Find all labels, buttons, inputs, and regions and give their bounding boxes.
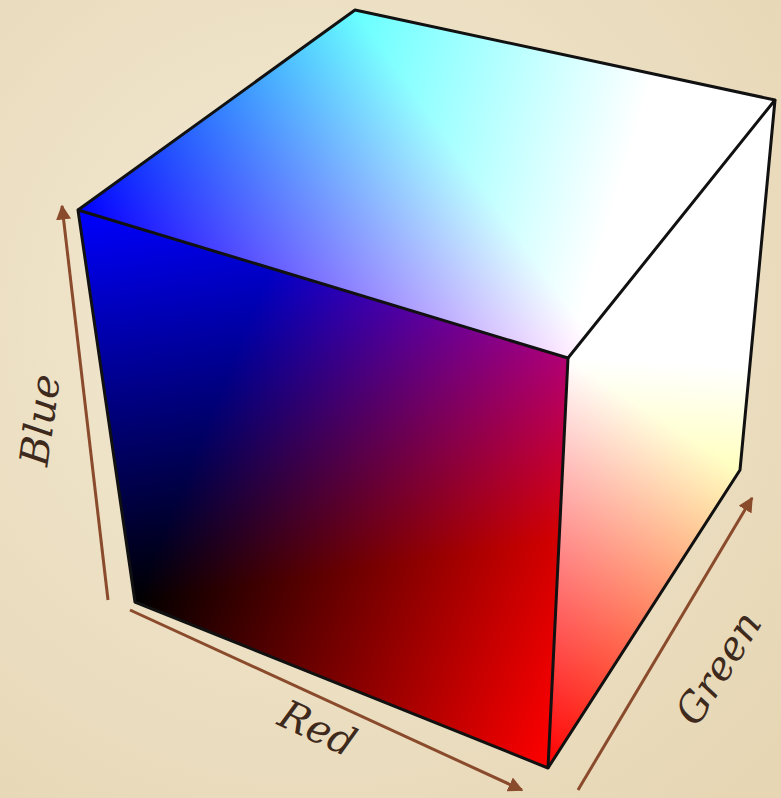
red-axis-arrow — [130, 610, 522, 790]
blue-axis-arrow — [62, 206, 108, 600]
right-face — [548, 100, 775, 768]
axis-arrows — [62, 206, 752, 790]
cube-edges — [78, 10, 775, 768]
